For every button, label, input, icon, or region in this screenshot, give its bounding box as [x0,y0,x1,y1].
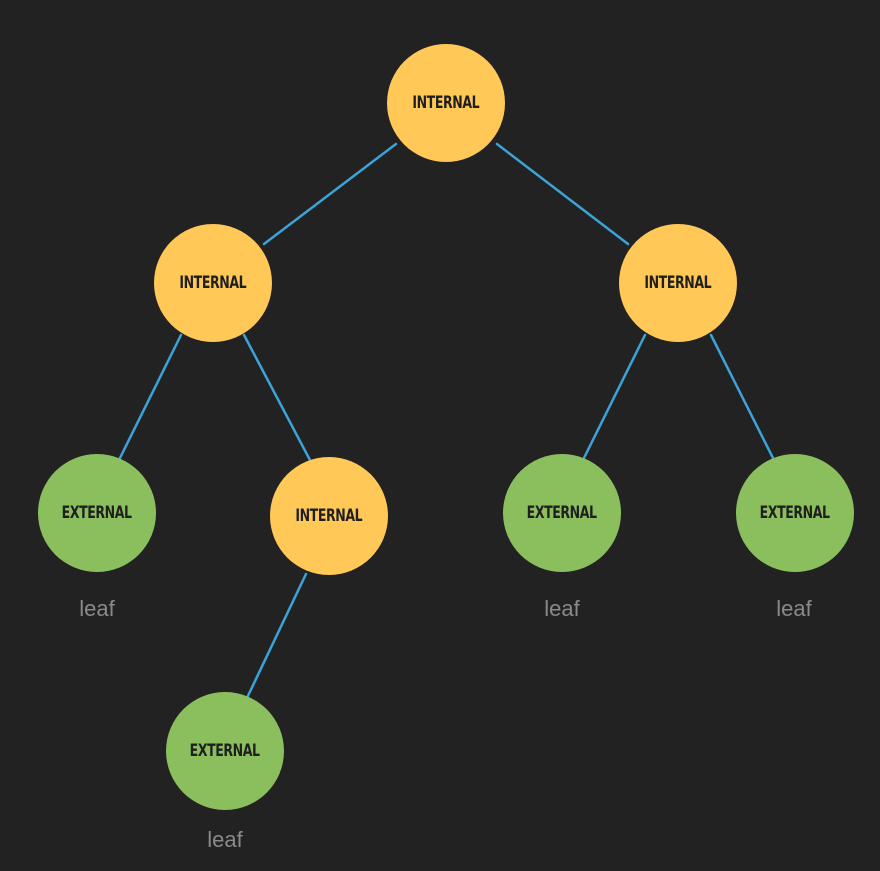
node-root-internal: INTERNAL [387,44,505,162]
node-label: EXTERNAL [190,741,260,761]
node-left-left-external: EXTERNAL [38,454,156,572]
node-label: EXTERNAL [527,503,597,523]
node-right-left-external: EXTERNAL [503,454,621,572]
node-label: EXTERNAL [62,503,132,523]
leaf-caption: leaf [544,596,580,621]
node-right-right-external: EXTERNAL [736,454,854,572]
edge-r-rr [709,333,777,464]
edge-l-ll [116,333,183,464]
node-left-internal: INTERNAL [154,224,272,342]
leaf-caption: leaf [79,596,115,621]
edge-root-l [262,142,398,246]
node-label: INTERNAL [179,273,247,293]
leaf-caption: leaf [776,596,812,621]
edge-r-rl [580,333,647,464]
edge-root-r [495,142,630,246]
node-left-right-left-external: EXTERNAL [166,692,284,810]
node-label: INTERNAL [644,273,712,293]
node-label: INTERNAL [412,93,480,113]
node-label: INTERNAL [295,506,363,526]
edge-l-lr [242,333,313,464]
node-left-right-internal: INTERNAL [270,457,388,575]
node-label: EXTERNAL [760,503,830,523]
node-right-internal: INTERNAL [619,224,737,342]
edge-lr-lrl [244,572,308,702]
leaf-caption: leaf [207,827,243,852]
